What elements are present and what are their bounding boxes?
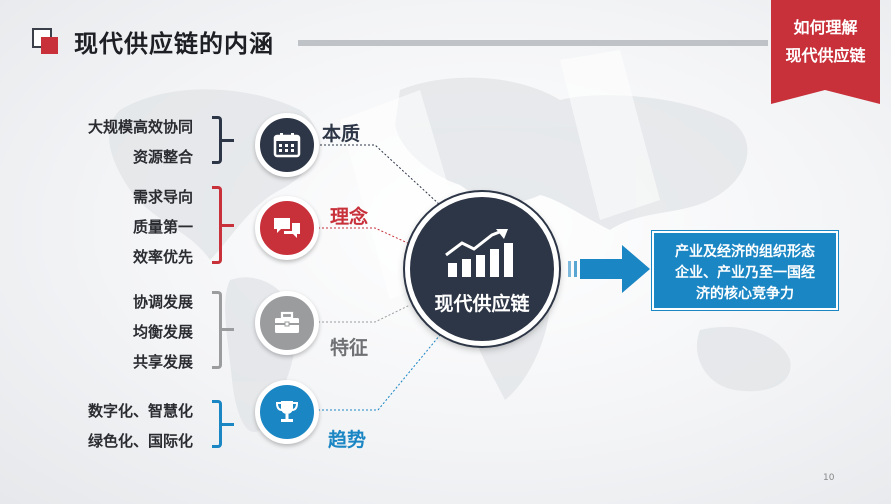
ribbon-line-1: 如何理解 <box>793 18 858 37</box>
title-logo-icon <box>32 28 60 56</box>
feature-item-1: 协调发展 <box>132 293 193 311</box>
concept-label: 理念 <box>330 206 369 228</box>
essence-item-1: 大规模高效协同 <box>87 118 193 136</box>
essence-circle <box>255 113 319 177</box>
concept-item-1: 需求导向 <box>132 188 193 206</box>
right-arrow-icon <box>568 245 650 293</box>
concept-bracket-tick <box>222 224 234 227</box>
page-title: 现代供应链的内涵 <box>74 30 274 58</box>
title-underline-bar <box>298 40 768 46</box>
concept-bracket <box>212 186 222 264</box>
essence-item-2: 资源整合 <box>132 148 193 166</box>
page-number: 10 <box>823 473 835 483</box>
trend-bracket <box>212 400 222 448</box>
result-line-3: 济的核心竞争力 <box>696 286 794 302</box>
feature-label: 特征 <box>330 337 369 359</box>
concept-item-2: 质量第一 <box>132 218 193 236</box>
trend-bracket-tick <box>222 423 234 426</box>
section-ribbon: 如何理解 现代供应链 <box>771 0 880 104</box>
concept-item-3: 效率优先 <box>132 248 193 266</box>
speech-bubbles-icon <box>274 218 300 238</box>
hub-circle: 现代供应链 <box>405 192 559 346</box>
trend-item-1: 数字化、智慧化 <box>87 402 193 420</box>
result-line-1: 产业及经济的组织形态 <box>675 244 815 260</box>
result-line-2: 企业、产业乃至一国经 <box>675 265 815 281</box>
result-box: 产业及经济的组织形态 企业、产业乃至一国经 济的核心竞争力 <box>652 231 838 310</box>
trend-label: 趋势 <box>328 429 367 451</box>
feature-circle <box>255 291 319 355</box>
essence-bracket-tick <box>222 139 234 142</box>
feature-bracket-tick <box>222 328 234 331</box>
trend-circle <box>255 380 319 444</box>
trend-item-2: 绿色化、国际化 <box>87 432 193 450</box>
essence-label: 本质 <box>322 123 361 145</box>
feature-item-2: 均衡发展 <box>132 323 193 341</box>
ribbon-line-2: 现代供应链 <box>785 46 866 65</box>
hub-label: 现代供应链 <box>434 293 530 315</box>
essence-bracket <box>212 116 222 164</box>
trophy-icon <box>275 401 299 422</box>
briefcase-icon <box>275 311 299 333</box>
rising-bar-chart-icon <box>445 229 513 277</box>
calendar-icon <box>273 133 301 158</box>
feature-bracket <box>212 291 222 369</box>
feature-item-3: 共享发展 <box>132 353 193 371</box>
concept-circle <box>255 196 319 260</box>
